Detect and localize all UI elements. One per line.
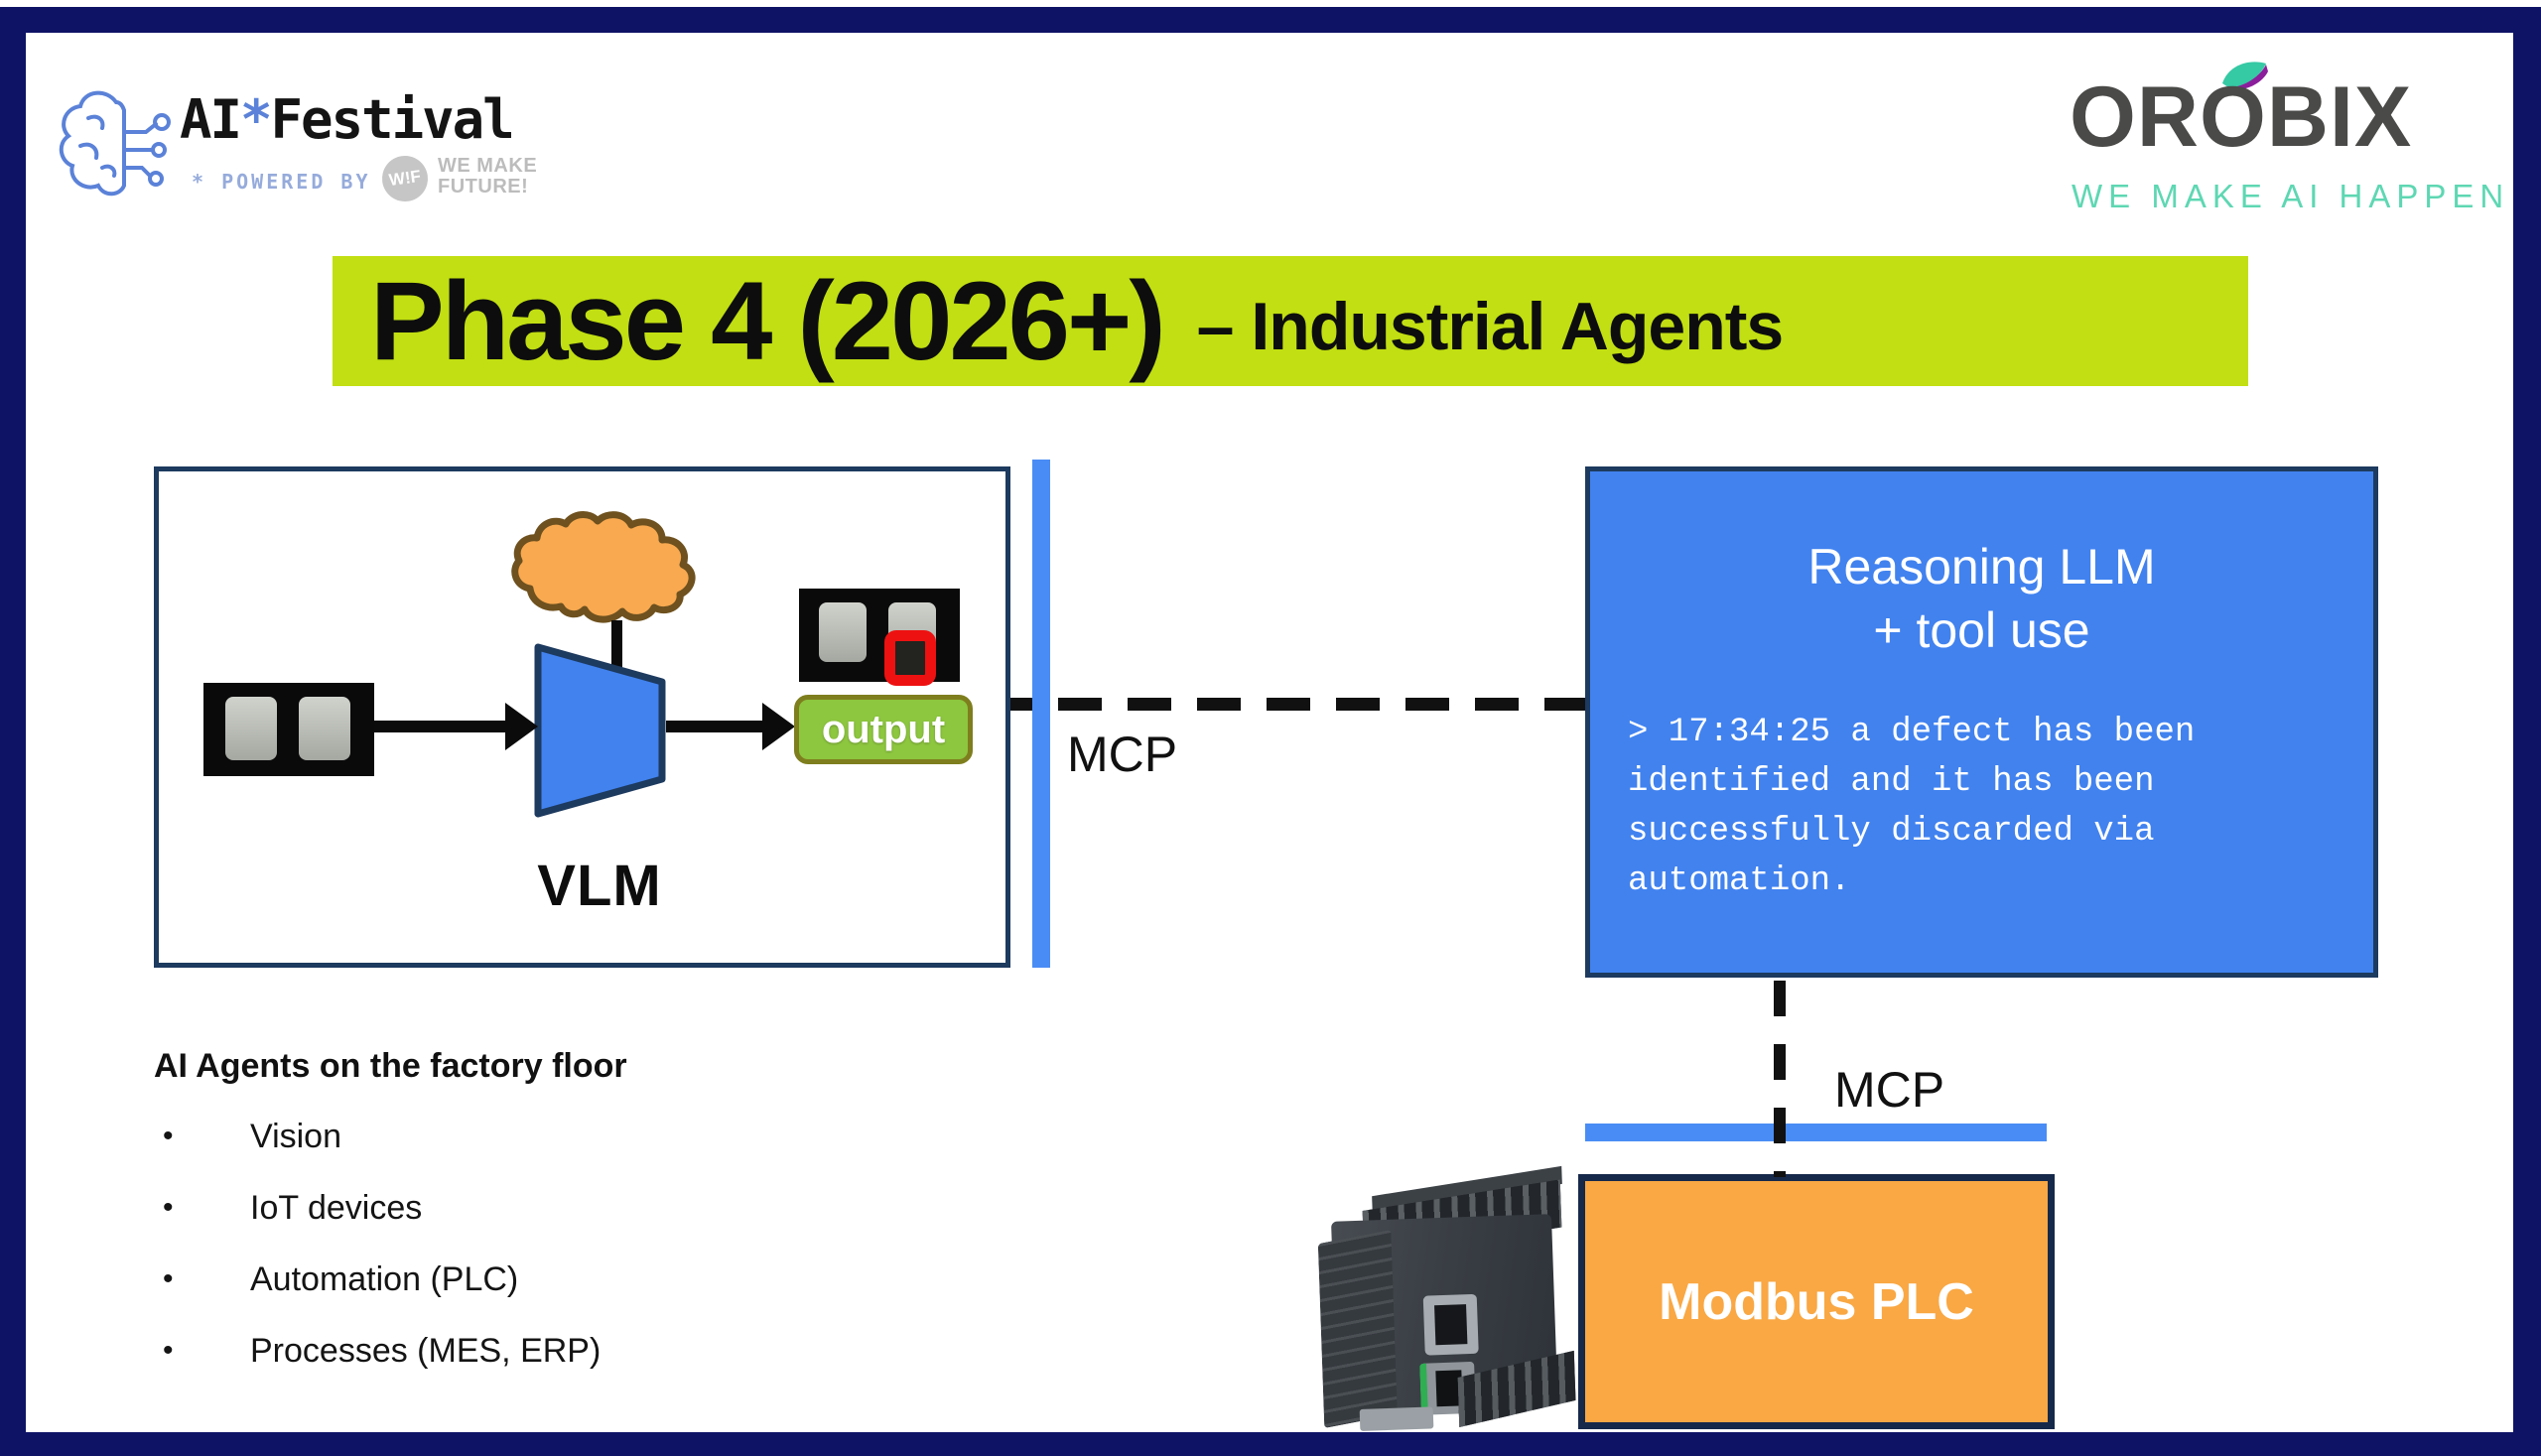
mcp-dashed-link-vertical [1774,981,1786,1177]
title-main: Phase 4 (2026+) [370,259,1166,383]
brain-circuit-icon [59,90,171,197]
wordmark-ai: AI [180,88,242,151]
terminal-line: > 17:34:25 a defect has been [1628,714,2196,751]
output-part-left [819,602,867,662]
plc-din-clip [1359,1406,1434,1431]
factory-list-heading: AI Agents on the factory floor [154,1047,627,1085]
reasoning-title-line1: Reasoning LLM [1807,539,2156,595]
reasoning-title-line2: + tool use [1873,602,2090,658]
terminal-line: identified and it has been [1628,763,2155,801]
cloud-icon [511,511,696,623]
list-item-label: Automation (PLC) [250,1260,519,1298]
vlm-panel: output VLM [154,466,1010,968]
modbus-plc-box: Modbus PLC [1578,1174,2055,1429]
mcp-bus-vertical-bar [1032,460,1050,968]
bullet-icon: • [163,1334,174,1367]
mcp-label-left: MCP [1067,727,1178,782]
bullet-icon: • [163,1120,174,1152]
list-item-label: Vision [250,1118,341,1155]
wmf-line1: WE MAKE [438,155,538,177]
vlm-to-output-arrowhead [762,703,795,750]
title-subtitle: – Industrial Agents [1196,288,1785,364]
orobix-leaf-icon [2222,62,2268,90]
we-make-future-label: WE MAKE FUTURE! [438,156,537,198]
ai-festival-logo: AI*Festival * POWERED BY W!F WE MAKE FUT… [55,80,610,239]
plc-device-photo [1300,1165,1585,1437]
slide-frame: AI*Festival * POWERED BY W!F WE MAKE FUT… [0,7,2541,1456]
input-part-left [225,697,277,760]
input-to-vlm-arrowhead [505,703,538,750]
plc-side-label-panel [1317,1229,1398,1429]
bullet-icon: • [163,1191,174,1224]
mcp-label-bottom: MCP [1834,1062,1945,1118]
mcp-dashed-link-horizontal [1058,698,1585,711]
orobix-tagline: WE MAKE AI HAPPEN [2072,178,2510,214]
vlm-to-bus-connector [1010,698,1034,711]
mcp-bus-horizontal-bar [1585,1124,2047,1141]
terminal-line: automation. [1628,862,1851,900]
wordmark-festival: Festival [270,88,515,151]
defect-marker-icon [884,630,936,686]
input-to-vlm-arrow-line [374,721,506,732]
reasoning-terminal-log: > 17:34:25 a defect has been identified … [1628,708,2195,906]
bullet-icon: • [163,1262,174,1295]
list-item-label: IoT devices [250,1189,423,1227]
vlm-to-output-arrow-line [666,721,763,732]
vlm-trapezoid-icon [534,643,666,818]
terminal-line: successfully discarded via [1628,813,2155,851]
orobix-wordmark: OROBIX [2070,69,2413,165]
wordmark-star: * [240,88,272,151]
input-image-thumbnail [203,683,374,776]
plc-ethernet-port-icon [1422,1293,1479,1356]
orobix-logo: OROBIX WE MAKE AI HAPPEN [2070,59,2503,217]
vlm-label: VLM [537,854,662,918]
slide-content: AI*Festival * POWERED BY W!F WE MAKE FUT… [26,33,2513,1432]
reasoning-title: Reasoning LLM + tool use [1590,535,2373,662]
list-item-label: Processes (MES, ERP) [250,1332,602,1370]
cloud-to-vlm-arrow-line [611,620,622,700]
ai-festival-wordmark: AI*Festival [180,88,515,151]
wmf-line2: FUTURE! [438,176,529,198]
powered-by-label: * POWERED BY [192,170,371,194]
we-make-future-badge-icon: W!F [379,153,431,204]
slide-title: Phase 4 (2026+) – Industrial Agents [333,256,2248,386]
reasoning-llm-box: Reasoning LLM + tool use > 17:34:25 a de… [1585,466,2378,978]
input-part-right [299,697,350,760]
output-pill: output [794,695,973,764]
